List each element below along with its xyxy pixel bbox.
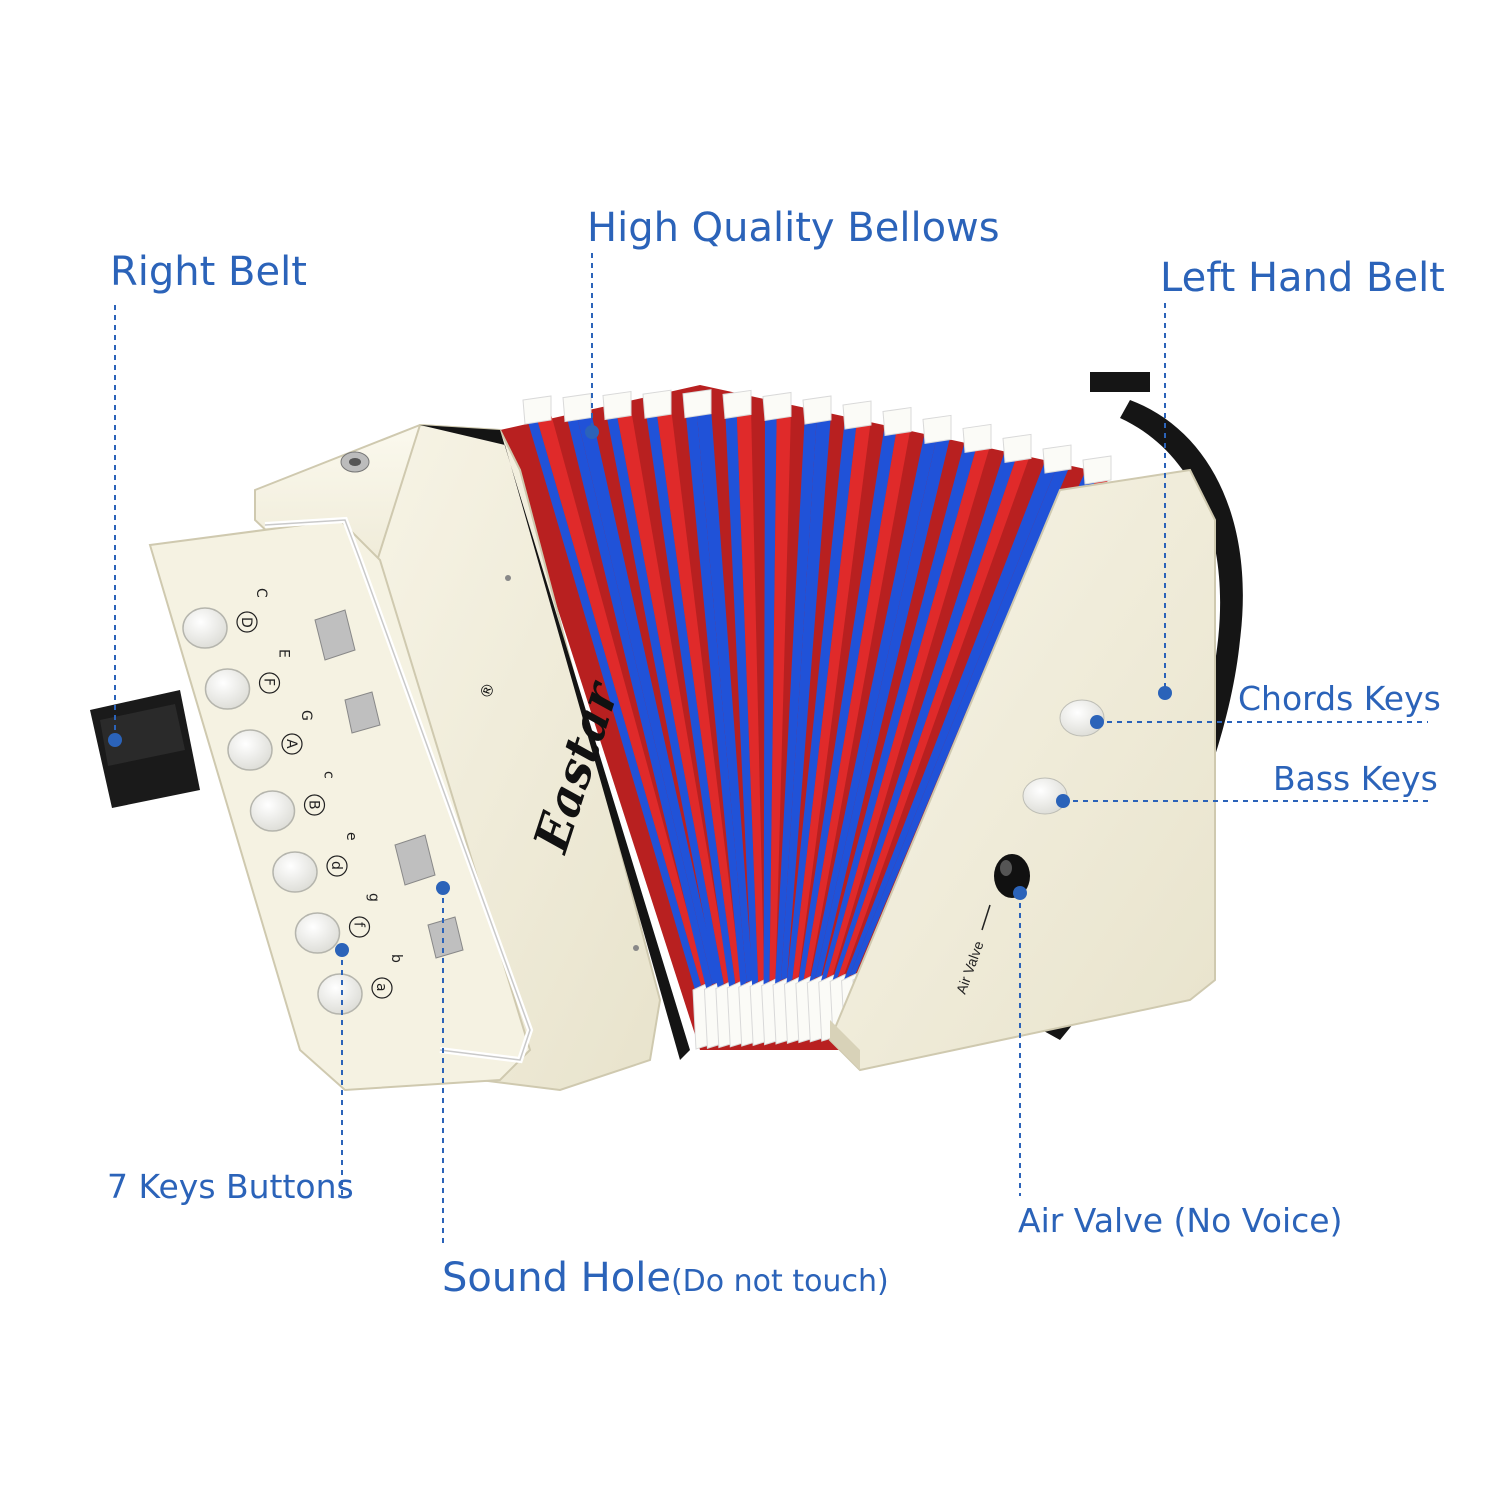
bellows-fold	[562, 393, 721, 1049]
callout-right-belt: Right Belt	[110, 249, 307, 295]
key-letter-circled: B	[306, 800, 322, 810]
key-button[interactable]	[182, 607, 228, 649]
key-letter-circled: A	[283, 739, 299, 749]
key-letter-circle	[258, 672, 281, 694]
bass-body-edge	[830, 1020, 860, 1070]
bellows-fold	[722, 389, 767, 1047]
key-letter-circled: D	[238, 617, 254, 628]
key-letter-circle	[236, 611, 258, 633]
strap-clip	[1090, 372, 1150, 392]
registered-mark: ®	[476, 680, 499, 701]
bellows-fold	[682, 389, 756, 1047]
key-letter-circled: a	[373, 983, 389, 992]
bellows-seam	[420, 425, 690, 1060]
key-button[interactable]	[294, 912, 341, 954]
key-letter: g	[366, 893, 382, 902]
leader-dots	[108, 425, 1172, 957]
screw	[633, 945, 639, 951]
key-letter: E	[276, 649, 292, 658]
bellows-fold	[818, 423, 992, 1042]
bellows-fold	[806, 414, 952, 1043]
wire-handle-outline	[264, 519, 531, 1061]
callout-air-valve: Air Valve (No Voice)	[1018, 1201, 1343, 1240]
key-button[interactable]	[227, 729, 273, 771]
callout-left-hand-belt: Left Hand Belt	[1160, 255, 1445, 301]
key-letter: b	[388, 954, 404, 963]
sound-hole-note: (Do not touch)	[670, 1264, 889, 1299]
key-button[interactable]	[317, 973, 363, 1015]
key-letter: c	[321, 771, 337, 779]
key-letter: e	[343, 832, 359, 841]
key-letter-circle	[281, 733, 303, 755]
key-letter-circled: F	[261, 678, 277, 686]
bellows	[500, 385, 1112, 1050]
key-letter-circle	[326, 855, 348, 877]
key-letter: C	[253, 588, 269, 598]
key-letter-circle	[348, 916, 371, 938]
key-letter-circled: d	[328, 861, 344, 870]
key-button[interactable]	[249, 790, 296, 832]
air-valve-highlight	[1000, 860, 1012, 876]
key-letter-circle	[371, 977, 393, 999]
strap-shine	[100, 704, 185, 766]
jack-hole	[349, 458, 361, 466]
key-letter-circled: f	[351, 922, 367, 928]
bellows-fold	[642, 389, 744, 1048]
key-button[interactable]	[204, 668, 251, 710]
key-buttons-group: D C F E A G Bc d e f g a b	[182, 588, 404, 1015]
screw	[505, 575, 511, 581]
key-letter-circle	[303, 794, 326, 816]
bellows-fold	[795, 406, 912, 1044]
sound-hole-label: Sound Hole	[442, 1255, 671, 1301]
callout-sound-hole: Sound Hole(Do not touch)	[442, 1258, 889, 1298]
key-button[interactable]	[272, 851, 318, 893]
bellows-fold	[522, 395, 710, 1050]
callout-chords-keys: Chords Keys	[1238, 679, 1441, 718]
callout-high-quality-bellows: High Quality Bellows	[587, 205, 1000, 251]
callout-7-keys-buttons: 7 Keys Buttons	[107, 1167, 354, 1206]
key-letter: G	[298, 710, 314, 721]
sound-hole-grilles	[314, 609, 464, 959]
bellows-fold	[772, 395, 832, 1045]
air-valve-marking-dash	[981, 904, 991, 931]
leader-lines	[114, 253, 1428, 1246]
callout-bass-keys: Bass Keys	[1273, 759, 1438, 798]
bellows-fold	[602, 390, 733, 1049]
